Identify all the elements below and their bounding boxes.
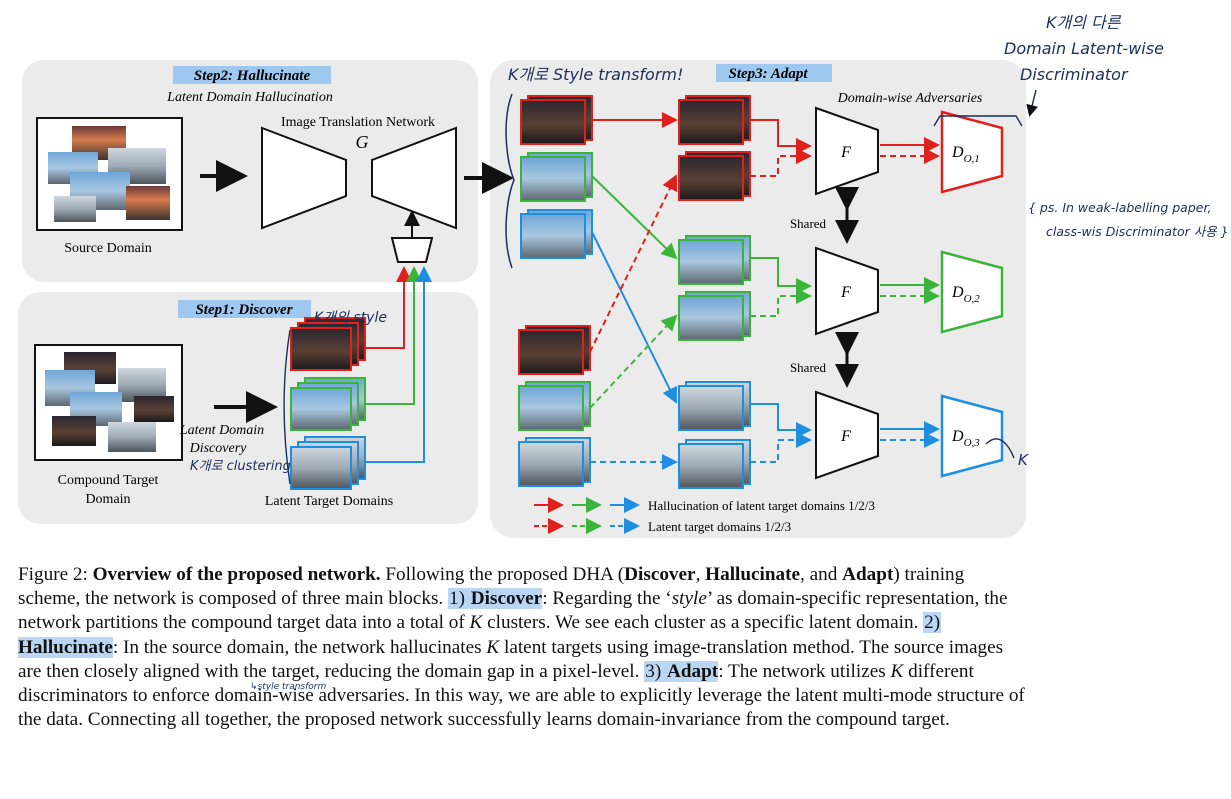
g-encoder	[261, 126, 347, 230]
discriminator-2	[940, 250, 1004, 334]
hand-ps-2: class-wis Discriminator 사용 }	[1046, 224, 1229, 239]
caption-title: Overview of the proposed network.	[92, 564, 381, 585]
caption-text: clusters. We see each cluster as a speci…	[482, 612, 924, 634]
caption-step-3: 3)	[644, 660, 668, 682]
discriminator-3	[940, 394, 1004, 478]
caption-k: K	[469, 612, 483, 634]
hand-top-1: K개의 다른	[1046, 13, 1122, 32]
f-label-3: F	[840, 428, 851, 445]
step1-title-highlight	[178, 300, 311, 318]
hand-disc-bracket	[933, 115, 1023, 127]
legend-dashed-label: Latent target domains 1/2/3	[648, 519, 791, 534]
step1-title: Step1: Discover	[195, 302, 292, 318]
hand-k-style: K개의 style	[314, 310, 387, 326]
figure-caption: Figure 2: Overview of the proposed netwo…	[18, 563, 1028, 732]
red-path-to-encoder	[365, 266, 412, 349]
caption-figure-number: Figure 2:	[18, 564, 93, 585]
green-hallucination-link	[591, 175, 678, 260]
source-domain-images	[48, 126, 170, 222]
caption-hallucinate-highlight: Hallucinate	[18, 636, 113, 658]
caption-text: , and	[800, 564, 838, 585]
step3-title: Step3: Adapt	[728, 66, 808, 82]
step3-panel	[490, 60, 1026, 538]
step2-title: Step2: Hallucinate	[194, 68, 311, 84]
caption-text: ,	[695, 564, 706, 585]
green-path-to-encoder	[365, 266, 422, 405]
green-to-f2	[750, 257, 812, 294]
compound-target-images	[45, 352, 174, 452]
caption-step-2: 2)	[923, 612, 942, 634]
ldd-label-2: Discovery	[189, 441, 248, 456]
hand-ps-1: { ps. In weak-labelling paper,	[1028, 200, 1211, 215]
caption-text: ) training scheme, the network is compos…	[18, 564, 965, 610]
ldd-label-1: Latent Domain	[179, 423, 264, 438]
caption-text: : In the source domain, the network hall…	[112, 636, 487, 658]
caption-discover: Discover	[624, 564, 696, 585]
caption-adapt: Adapt	[842, 564, 894, 585]
dwa-label: Domain-wise Adversaries	[837, 91, 983, 106]
caption-text: ’ as domain-specific representation, the…	[18, 588, 1008, 634]
blue-hallucination-link	[591, 231, 677, 404]
caption-text: Following the proposed DHA (	[380, 564, 625, 585]
hand-top-2: Domain Latent-wise	[1004, 39, 1164, 58]
latent-target-stacks	[290, 317, 366, 490]
discriminator-1	[940, 110, 1004, 194]
latent-target-domains-label: Latent Target Domains	[265, 494, 393, 509]
hand-k: K	[1018, 451, 1029, 469]
f-label-2: F	[840, 284, 851, 301]
f-label-1: F	[840, 144, 851, 161]
caption-text: different discriminators to enforce doma…	[18, 660, 1025, 731]
red-dashed-to-f1	[750, 148, 812, 177]
caption-text: latent targets using image-translation m…	[18, 636, 1004, 682]
mid-stacks	[678, 95, 751, 489]
red-target-link	[589, 174, 678, 353]
blue-dashed-to-f3	[750, 432, 812, 463]
caption-text: : The network utilizes	[718, 660, 891, 682]
f-block-3	[815, 390, 879, 480]
discriminator-2-label: DO,2	[951, 284, 980, 305]
green-target-link	[589, 314, 678, 409]
caption-discover-highlight: Discover	[470, 588, 543, 610]
caption-adapt-highlight: Adapt	[667, 660, 719, 682]
compound-target-label-2: Domain	[85, 492, 130, 507]
step2-subtitle: Latent Domain Hallucination	[166, 90, 333, 105]
g-label: G	[356, 132, 369, 152]
shared-label-1: Shared	[790, 216, 827, 231]
target-stacks-step3	[518, 325, 591, 487]
caption-step-1: 1)	[448, 588, 471, 610]
hand-k-arrow	[985, 438, 1015, 459]
step3-title-highlight	[716, 64, 832, 82]
f-block-2	[815, 246, 879, 336]
hand-down-arrow	[1026, 89, 1039, 117]
caption-hallucinate: Hallucinate	[705, 564, 801, 585]
source-domain-label: Source Domain	[64, 241, 151, 256]
hand-style-transform: K개로 Style transform!	[508, 65, 683, 84]
hallucinated-source-stacks	[520, 95, 593, 259]
compound-target-label-1: Compound Target	[58, 473, 159, 488]
hand-top-3: Discriminator	[1020, 65, 1129, 84]
hand-k-clustering: K개로 clustering	[190, 459, 291, 474]
caption-text: : Regarding the ‘	[542, 588, 672, 610]
legend-solid-label: Hallucination of latent target domains 1…	[648, 498, 875, 513]
g-decoder	[371, 126, 457, 230]
f-block-1	[815, 106, 879, 196]
shared-label-2: Shared	[790, 360, 827, 375]
hand-left-brace	[505, 93, 515, 269]
caption-k: K	[486, 636, 500, 658]
network-figure: Step2: Hallucinate Latent Domain Halluci…	[18, 13, 1229, 538]
hand-style-small: ↳style transform	[250, 682, 326, 692]
blue-path-to-encoder	[365, 266, 432, 463]
style-encoder	[390, 237, 434, 263]
hand-cluster-brace	[283, 329, 291, 485]
discriminator-1-label: DO,1	[951, 144, 980, 165]
step2-title-highlight	[173, 66, 331, 84]
itn-label: Image Translation Network	[281, 115, 435, 130]
caption-k: K	[890, 660, 904, 682]
red-to-f1	[750, 119, 812, 154]
green-dashed-to-f2	[750, 288, 812, 317]
discriminator-3-label: DO,3	[951, 428, 980, 449]
blue-to-f3	[750, 403, 812, 438]
caption-handwriting: ↳style transform	[250, 682, 326, 692]
caption-style: style	[671, 588, 707, 610]
